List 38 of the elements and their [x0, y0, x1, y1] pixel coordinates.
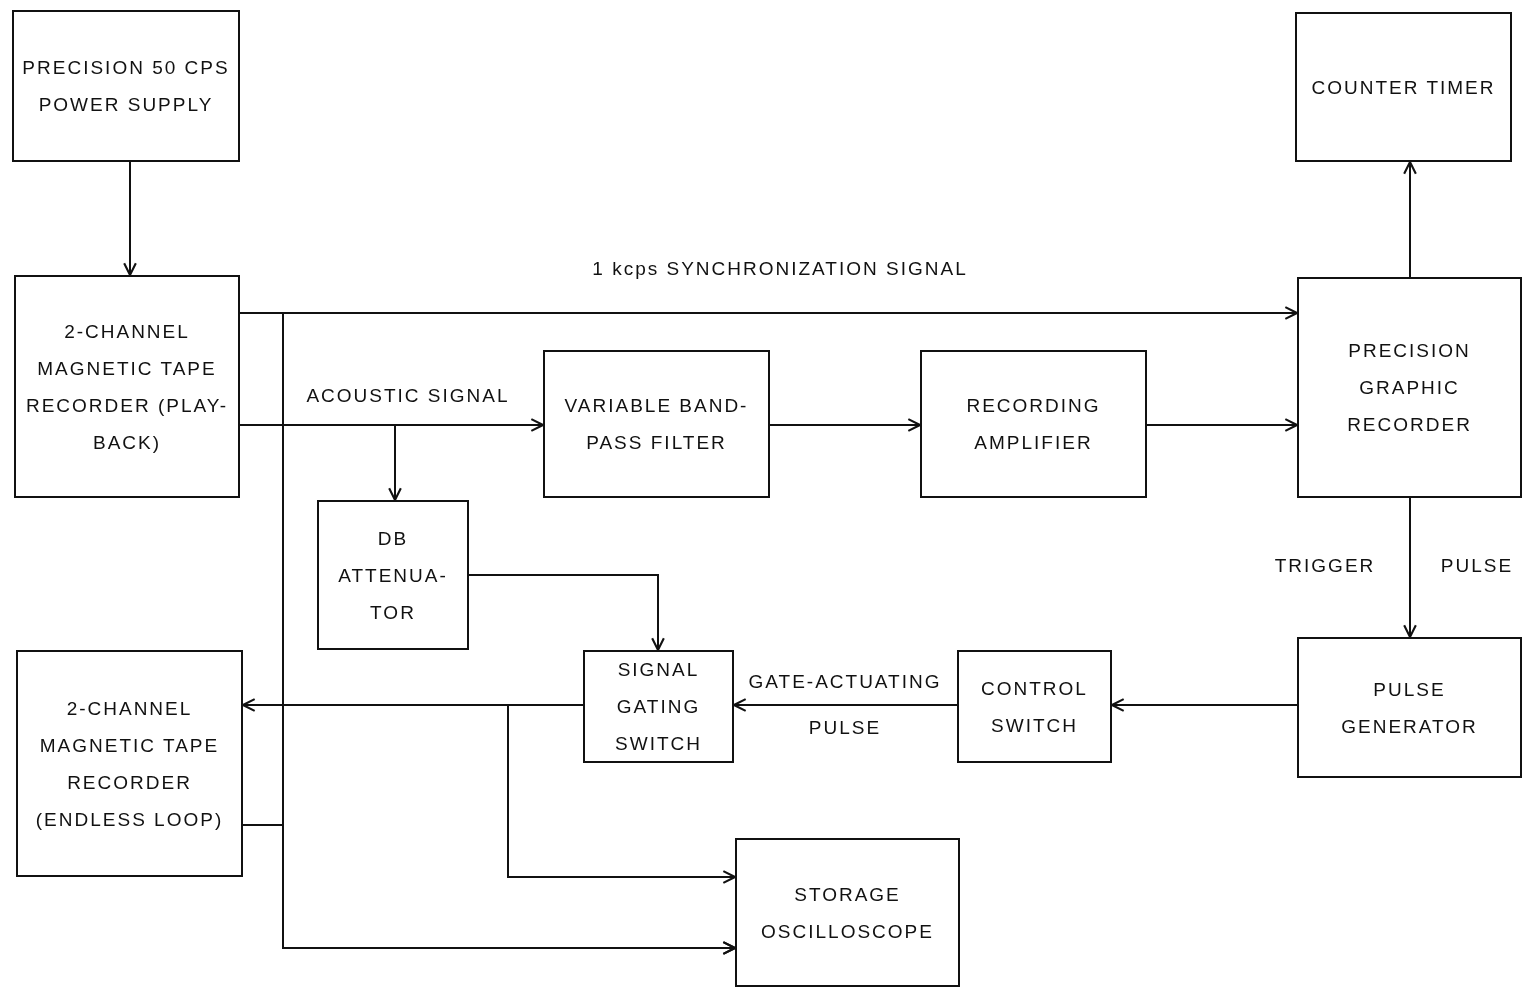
edge-label: GATE-ACTUATING PULSE [747, 670, 943, 740]
gating-switch-box [583, 650, 734, 763]
counter-timer-box [1295, 12, 1512, 162]
amplifier-box [920, 350, 1147, 498]
box-label: CONTROL SWITCH [980, 676, 1089, 738]
attenuator-box [317, 500, 469, 650]
arrow [239, 424, 402, 502]
edge-label: 1 kcps SYNCHRONIZATION SIGNAL [592, 258, 968, 280]
edge-label: ACOUSTIC SIGNAL [306, 385, 510, 407]
box-label: RECORDING AMPLIFIER [965, 394, 1102, 455]
power-supply-box [12, 10, 240, 162]
arrow [242, 824, 737, 955]
signal-label: PULSE [1440, 555, 1514, 577]
signal-label: TRIGGER [1274, 555, 1376, 577]
box-label: 2-CHANNEL MAGNETIC TAPE RECORDER (ENDLESS LOOP) [34, 696, 225, 832]
box-label: 2-CHANNEL MAGNETIC TAPE RECORDER (PLAY-BACK) [24, 319, 230, 455]
arrow [769, 418, 922, 432]
control-switch-box [957, 650, 1112, 763]
box-label: COUNTER TIMER [1310, 75, 1497, 100]
box-label: VARIABLE BAND-PASS FILTER [563, 394, 750, 455]
box-label: SIGNAL GATING SWITCH [614, 658, 703, 756]
oscilloscope-box [735, 838, 960, 987]
box-label: PRECISION 50 CPS POWER SUPPLY [21, 56, 231, 117]
arrow [1146, 418, 1299, 432]
box-label: PRECISION GRAPHIC RECORDER [1346, 339, 1473, 437]
arrow [1403, 160, 1417, 278]
arrow [507, 704, 737, 884]
filter-box [543, 350, 770, 498]
tape-recorder-box [14, 275, 240, 498]
pulse-generator-box [1297, 637, 1522, 778]
box-label: STORAGE OSCILLOSCOPE [760, 882, 935, 944]
box-label: PULSE GENERATOR [1340, 677, 1479, 739]
arrow [123, 161, 137, 277]
tape-recorder-box [16, 650, 243, 877]
graphic-recorder-box [1297, 277, 1522, 498]
arrow [468, 574, 665, 652]
arrow [1403, 497, 1417, 639]
box-label: DB ATTENUA- TOR [337, 526, 449, 625]
